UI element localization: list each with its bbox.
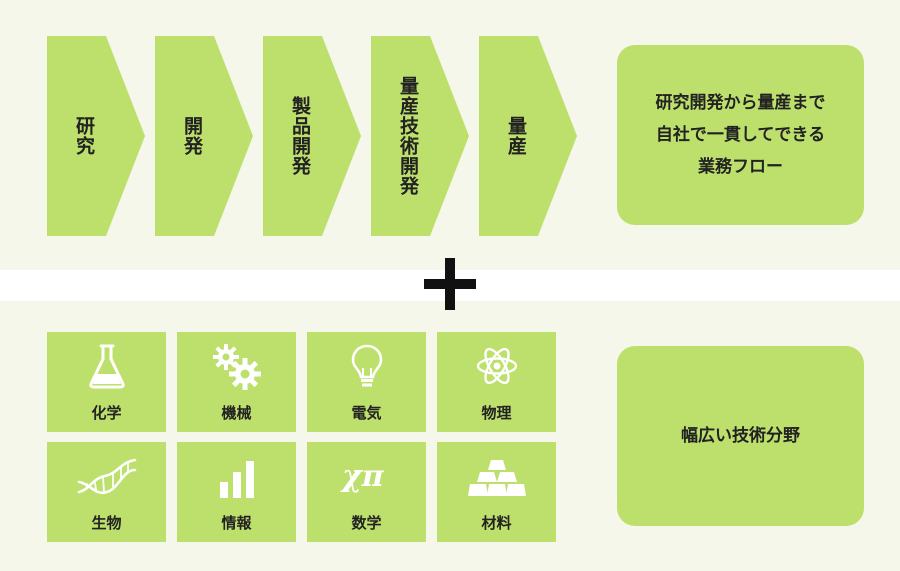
gears-icon [177, 342, 296, 390]
field-tile-mathematics: χπ 数学 [307, 442, 426, 542]
field-tile-electrical: 電気 [307, 332, 426, 432]
dna-icon [47, 452, 166, 500]
chi-pi-icon: χπ [307, 452, 426, 500]
process-summary-text: 研究開発から量産まで 自社で一貫してできる 業務フロー [656, 87, 826, 183]
field-tile-materials: 材料 [437, 442, 556, 542]
process-step-label: 量産技術開発 [397, 76, 419, 196]
process-step-research: 研究 [47, 36, 145, 236]
field-label: 数学 [351, 514, 382, 532]
field-label: 情報 [221, 514, 252, 532]
field-label: 材料 [481, 514, 512, 532]
svg-text:χπ: χπ [340, 459, 385, 494]
process-step-mass-production-tech: 量産技術開発 [371, 36, 469, 236]
field-tile-chemistry: 化学 [47, 332, 166, 432]
field-tile-information: 情報 [177, 442, 296, 542]
atom-icon [437, 342, 556, 390]
field-label: 機械 [221, 404, 252, 422]
flask-icon [47, 342, 166, 390]
field-label: 物理 [481, 404, 512, 422]
process-summary-box: 研究開発から量産まで 自社で一貫してできる 業務フロー [617, 45, 864, 225]
field-label: 電気 [351, 404, 382, 422]
plus-icon [424, 258, 476, 314]
process-step-label: 製品開発 [289, 96, 311, 176]
process-step-mass-production: 量産 [479, 36, 577, 236]
field-label: 生物 [91, 514, 122, 532]
process-summary-line: 自社で一貫してできる [655, 125, 826, 145]
process-step-label: 研究 [73, 116, 95, 156]
field-label: 化学 [91, 404, 122, 422]
process-summary-line: 研究開発から量産まで [655, 93, 826, 113]
bar-chart-icon [177, 452, 296, 500]
field-tile-mechanical: 機械 [177, 332, 296, 432]
field-tile-biology: 生物 [47, 442, 166, 542]
fields-summary-box: 幅広い技術分野 [617, 346, 864, 526]
process-step-label: 開発 [181, 116, 203, 156]
process-step-development: 開発 [155, 36, 253, 236]
ingots-icon [437, 452, 556, 500]
lightbulb-icon [307, 342, 426, 390]
process-summary-line: 業務フロー [698, 157, 783, 177]
process-step-label: 量産 [505, 116, 527, 156]
process-step-product-development: 製品開発 [263, 36, 361, 236]
field-tile-physics: 物理 [437, 332, 556, 432]
fields-summary-text: 幅広い技術分野 [681, 426, 800, 446]
